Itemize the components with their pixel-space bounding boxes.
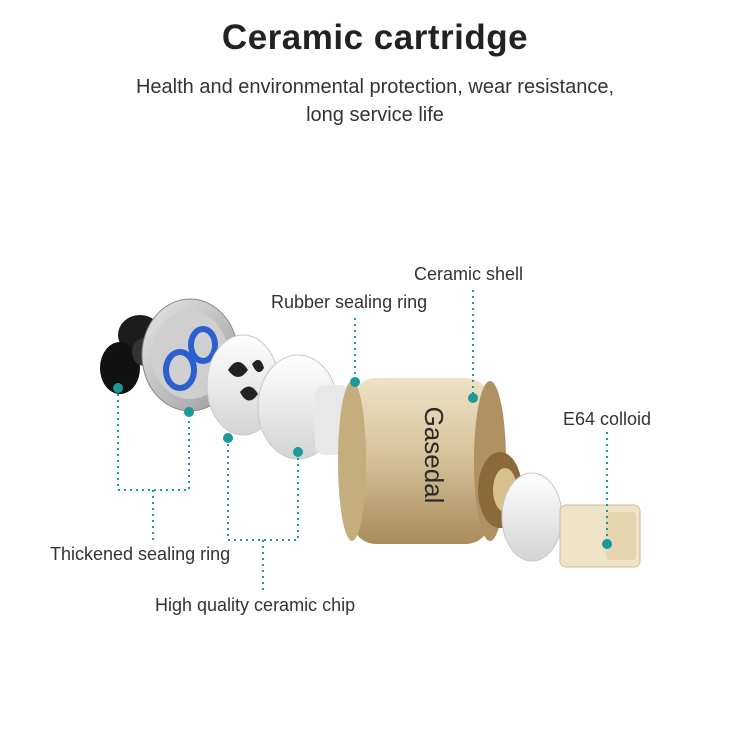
leader-lines — [117, 290, 608, 592]
dot-thickened-ring-2 — [184, 407, 194, 417]
dot-ceramic-chip-2 — [293, 447, 303, 457]
ceramic-shell: Gasedal — [338, 378, 506, 544]
leader-ceramic-chip-bracket — [227, 438, 299, 541]
label-e64-colloid: E64 colloid — [563, 409, 652, 429]
subtitle-line-1: Health and environmental protection, wea… — [135, 76, 615, 98]
leader-thickened-ring-bracket — [117, 388, 190, 491]
page-title: Ceramic cartridge — [221, 18, 529, 57]
brand-logo-text: Gasedal — [419, 407, 449, 504]
label-ceramic-chip: High quality ceramic chip — [155, 595, 356, 615]
e64-colloid-part — [501, 472, 641, 568]
dot-thickened-ring-1 — [113, 383, 123, 393]
dot-ceramic-shell — [468, 393, 478, 403]
leader-dots — [113, 377, 612, 549]
label-ceramic-shell: Ceramic shell — [414, 264, 524, 284]
label-thickened-sealing-ring: Thickened sealing ring — [50, 544, 231, 564]
label-rubber-sealing-ring: Rubber sealing ring — [271, 292, 428, 312]
dot-rubber-sealing-ring — [350, 377, 360, 387]
dot-e64-colloid — [602, 539, 612, 549]
subtitle-line-2: long service life — [306, 104, 444, 126]
ceramic-chip-body — [257, 354, 350, 460]
dot-ceramic-chip-1 — [223, 433, 233, 443]
page-subtitle: Health and environmental protection, wea… — [100, 73, 650, 129]
